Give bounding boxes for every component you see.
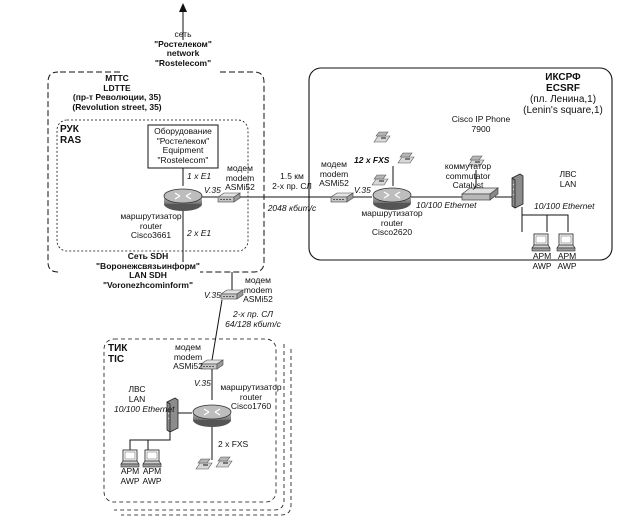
fxs2-label: 2 x FXS <box>218 439 249 449</box>
modem-asmi52-ras-icon[interactable] <box>217 192 241 203</box>
awp-ecsrf-2-label: АРМ AWP <box>557 251 577 271</box>
link-speed-ecsrf-label: 2048 кбит/с <box>267 203 317 213</box>
link-sdh-tic <box>211 299 223 361</box>
awp-pc-ecsrf-2-icon[interactable] <box>556 233 576 252</box>
v35-tic-label: V.35 <box>194 378 211 388</box>
router-cisco2620-label: маршрутизатор router Cisco2620 <box>361 208 423 237</box>
tic-site-border <box>103 338 292 516</box>
sdh-network-label: Сеть SDH "Воронежсвязьинформ" LAN SDH "V… <box>96 251 200 290</box>
tic-site-label: ТИК TIC <box>108 343 128 365</box>
ecsrf-site-label: ИКСРФ ECSRF (пл. Ленина,1) (Lenin's squa… <box>523 72 603 116</box>
equipment-box <box>147 124 219 169</box>
link-2e1-label: 2 x E1 <box>187 228 212 238</box>
lan-ecsrf-label: ЛВС LAN <box>559 169 577 189</box>
ras-site-border <box>56 119 249 252</box>
link-ras-ecsrf-label: 1.5 км 2-х пр. СЛ <box>272 171 312 191</box>
ldtte-site-label: МТТС LDTTE (пр-т Революции, 35) (Revolut… <box>72 73 162 112</box>
ras-site-label: РУК RAS <box>60 124 82 146</box>
lan-tic-label: ЛВС LAN <box>128 384 146 404</box>
link-tic-label: 2-х пр. СЛ 64/128 кбит/с <box>225 309 281 329</box>
phone-bank-2fxs-icon[interactable] <box>195 456 233 470</box>
modem-sdh-label: модем modem ASMi52 <box>243 275 273 304</box>
router-cisco1760-label: маршрутизатор router Cisco1760 <box>220 382 282 411</box>
ethernet-tic-label: 10/100 Ethernet <box>114 404 175 414</box>
v35-sdh-label: V.35 <box>204 290 221 300</box>
link-e1-label: 1 x E1 <box>187 171 212 181</box>
modem-asmi52-ecsrf-icon[interactable] <box>330 192 354 203</box>
modem-ras-label: модем modem ASMi52 <box>225 163 255 192</box>
ethernet-switch-label: 10/100 Ethernet <box>416 200 477 210</box>
awp-pc-ecsrf-1-icon[interactable] <box>531 233 551 252</box>
ldtte-site-border <box>47 71 265 273</box>
ethernet-lan-ecsrf-label: 10/100 Ethernet <box>534 201 595 211</box>
modem-tic-label: модем modem ASMi52 <box>173 342 203 371</box>
rostelecom-equipment-label: Оборудование "Ростелеком" Equipment "Ros… <box>154 126 212 165</box>
rostelecom-network-label: сеть "Ростелеком" network "Rostelecom" <box>154 29 212 68</box>
uplink-arrow-icon <box>179 3 187 12</box>
switch-catalyst-icon[interactable] <box>460 187 500 201</box>
awp-ecsrf-1-label: АРМ AWP <box>532 251 552 271</box>
router-cisco3661-label: маршрутизатор router Cisco3661 <box>120 211 182 240</box>
lan-server-ecsrf-icon[interactable] <box>511 173 524 209</box>
v35-ras-label: V.35 <box>204 185 221 195</box>
ip-phone-label: Cisco IP Phone 7900 <box>451 114 511 134</box>
awp-tic-2-label: АРМ AWP <box>142 466 162 486</box>
modem-ecsrf-label: модем modem ASMi52 <box>319 159 349 188</box>
router-cisco3661-icon[interactable] <box>163 188 203 212</box>
awp-pc-tic-1-icon[interactable] <box>120 449 140 468</box>
router-cisco2620-icon[interactable] <box>372 187 412 211</box>
awp-pc-tic-2-icon[interactable] <box>142 449 162 468</box>
ecsrf-lan-bus <box>521 207 569 232</box>
fxs12-label: 12 x FXS <box>354 155 390 165</box>
switch-catalyst-label: коммутатор commutator Catalyst <box>444 161 492 190</box>
awp-tic-1-label: АРМ AWP <box>120 466 140 486</box>
v35-ecsrf-label: V.35 <box>354 185 371 195</box>
tic-lan-bus <box>129 430 171 450</box>
ecsrf-site-border <box>308 67 613 261</box>
